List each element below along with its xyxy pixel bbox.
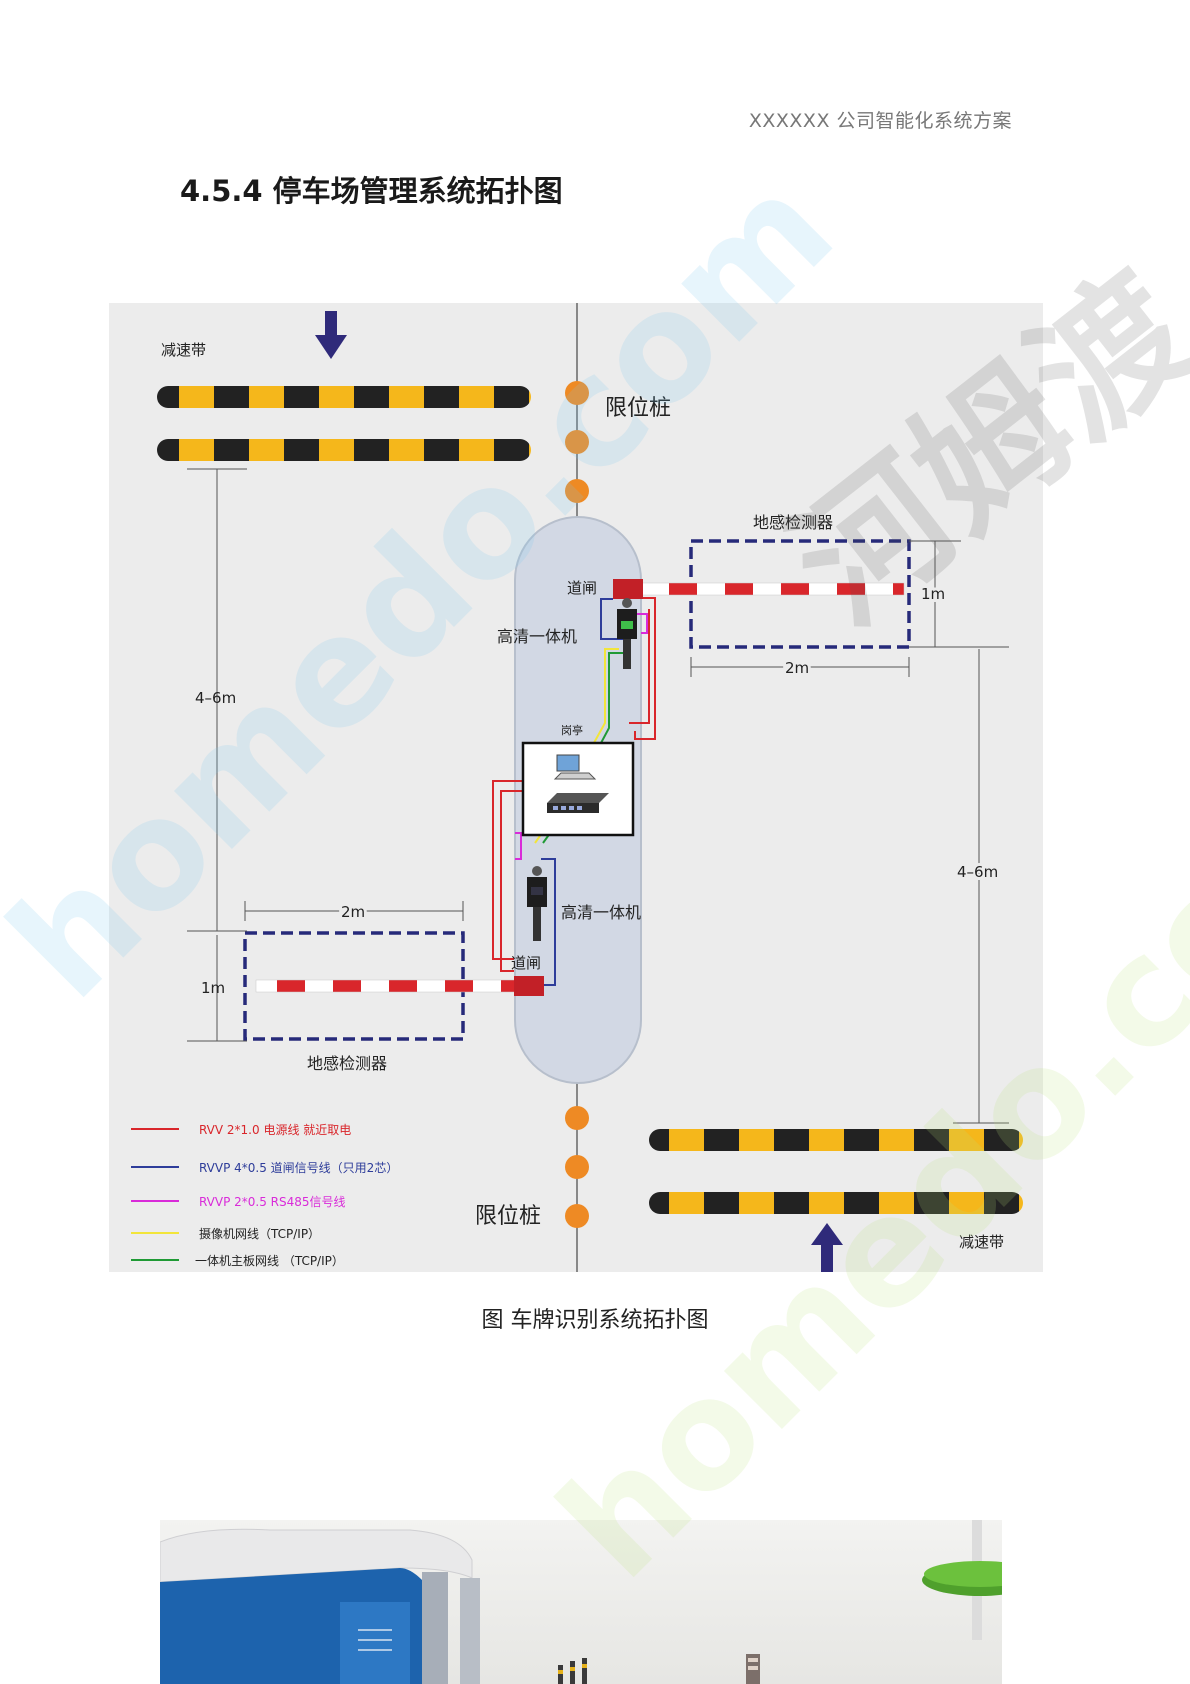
speed-bump-bottom-1 (649, 1129, 1023, 1151)
label-bollard-top: 限位桩 (605, 396, 671, 421)
label-loop-detector-top: 地感检测器 (753, 513, 833, 532)
speed-bump-bottom-2 (649, 1192, 1023, 1214)
parking-entrance-illustration (160, 1520, 1002, 1684)
label-loop-detector-bottom: 地感检测器 (307, 1054, 387, 1073)
bollard-bottom-2 (565, 1155, 589, 1179)
dim-left-1m: 1m (201, 979, 225, 997)
legend-label-green: 一体机主板网线 （TCP/IP） (195, 1254, 344, 1268)
cable-magenta-bottom (515, 832, 522, 860)
label-camera-top: 高清一体机 (497, 627, 577, 646)
cable-red-top (634, 597, 656, 740)
dim-right-2m: 2m (785, 659, 809, 677)
cable-blue-bottom (541, 858, 556, 986)
bollard-bottom-3 (565, 1204, 589, 1228)
barrier-box-bottom (514, 976, 544, 996)
topology-svg: 减速带 减速带 限位桩 限位桩 地感检测器 地感检测器 道闸 道闸 高清一体机 … (131, 303, 1023, 1272)
bollard-top-3 (565, 479, 589, 503)
speed-bump-top-1 (157, 386, 531, 408)
parking-entrance-photo (160, 1520, 1002, 1684)
parking-topology-diagram: 减速带 减速带 限位桩 限位桩 地感检测器 地感检测器 道闸 道闸 高清一体机 … (109, 303, 1043, 1272)
bollard-bottom-1 (565, 1106, 589, 1130)
legend (131, 1128, 179, 1261)
dim-right-1m: 1m (921, 585, 945, 603)
barrier-arm-bottom (255, 979, 525, 993)
dim-left-4-6m: 4–6m (195, 689, 236, 707)
label-gate-bottom: 道闸 (511, 954, 541, 972)
label-bollard-bottom: 限位桩 (475, 1204, 541, 1229)
legend-label-magenta: RVVP 2*0.5 RS485信号线 (199, 1195, 346, 1209)
label-booth: 岗亭 (561, 723, 583, 737)
cable-blue-top (600, 598, 629, 640)
speed-bump-top-2 (157, 439, 531, 461)
lpr-camera-top-icon (617, 598, 637, 669)
computer-icon (553, 754, 597, 780)
label-camera-bottom: 高清一体机 (561, 903, 641, 922)
cable-magenta-top (635, 613, 648, 634)
cable-wiring (492, 597, 656, 986)
arrow-up-icon (811, 1223, 843, 1272)
dimension-lines (187, 468, 1009, 1124)
cable-red-bottom (492, 780, 523, 960)
section-title: 4.5.4 停车场管理系统拓扑图 (180, 174, 563, 208)
label-speed-bump-top: 减速带 (161, 341, 206, 359)
barrier-arm-top (638, 582, 905, 596)
page-header: XXXXXX 公司智能化系统方案 (748, 110, 1012, 132)
cable-red-top-2 (629, 609, 650, 724)
dim-left-2m: 2m (341, 903, 365, 921)
figure-caption: 图 车牌识别系统拓扑图 (481, 1308, 709, 1333)
label-speed-bump-bottom: 减速带 (959, 1233, 1004, 1251)
legend-label-red: RVV 2*1.0 电源线 就近取电 (199, 1123, 351, 1137)
dim-right-4-6m: 4–6m (957, 863, 998, 881)
cable-red-bottom-2 (500, 790, 523, 972)
label-gate-top: 道闸 (567, 579, 597, 597)
arrow-down-icon (315, 311, 347, 359)
legend-label-blue: RVVP 4*0.5 道闸信号线（只用2芯） (199, 1161, 398, 1175)
barrier-box-top (613, 579, 643, 599)
lpr-camera-bottom-icon (527, 866, 547, 941)
bollard-top-2 (565, 430, 589, 454)
legend-label-yellow: 摄像机网线（TCP/IP） (199, 1226, 320, 1241)
bollard-top-1 (565, 381, 589, 405)
network-switch-icon (547, 793, 609, 813)
